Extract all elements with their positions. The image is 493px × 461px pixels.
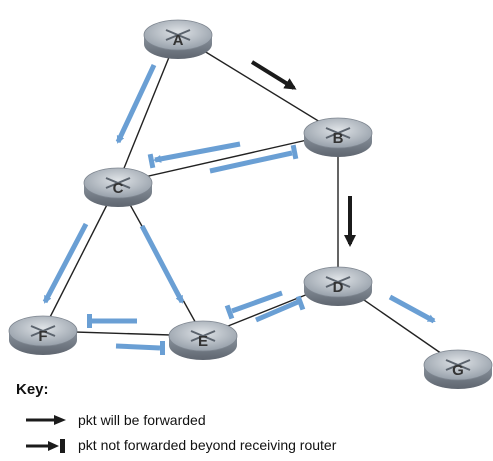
key-not-forwarded-label: pkt not forwarded beyond receiving route…	[78, 437, 337, 453]
arrow-b-to-c	[153, 141, 241, 163]
router-c: C	[83, 167, 153, 207]
router-arrows-icon	[165, 29, 191, 41]
block-bars	[87, 144, 306, 355]
key-blocked-arrow-icon	[26, 439, 65, 453]
key-forward-arrow-icon	[26, 415, 66, 425]
link-b-c	[117, 132, 339, 184]
router-a: A	[143, 19, 213, 59]
router-label: E	[198, 333, 208, 350]
arrow-a-to-c	[115, 63, 157, 144]
forward-arrows	[250, 60, 356, 247]
router-label: D	[333, 279, 344, 296]
router-f: F	[8, 315, 78, 355]
router-label: F	[38, 328, 47, 345]
router-d: D	[303, 266, 373, 306]
flood-arrows	[42, 63, 436, 351]
router-label: G	[452, 362, 464, 379]
router-arrows-icon	[325, 276, 351, 288]
router-g: G	[423, 349, 493, 389]
block-bar-c-b	[290, 144, 299, 160]
arrow-c-to-f	[42, 222, 89, 304]
arrow-e-to-d	[255, 299, 299, 323]
arrow-d-to-e	[231, 290, 283, 314]
arrow-c-to-b	[209, 150, 293, 174]
routers: A B C D E F G	[8, 19, 493, 389]
key-forwarded-label: pkt will be forwarded	[78, 412, 206, 428]
block-bar-e-f	[87, 314, 92, 328]
block-bar-e-d	[295, 295, 306, 311]
router-label: B	[333, 130, 344, 147]
router-label: C	[113, 180, 124, 197]
router-label: A	[173, 32, 184, 49]
router-arrows-icon	[190, 330, 216, 342]
arrow-a-to-b	[250, 60, 297, 90]
block-bar-b-c	[147, 153, 156, 169]
router-e: E	[168, 320, 238, 360]
arrow-d-to-g	[388, 294, 436, 324]
block-bar-d-e	[224, 304, 235, 320]
key-title: Key:	[16, 381, 49, 398]
arrow-f-to-e	[115, 343, 161, 351]
router-b: B	[303, 117, 373, 157]
router-arrows-icon	[445, 359, 471, 371]
link-a-c	[117, 34, 179, 184]
link-c-f	[42, 182, 119, 332]
router-arrows-icon	[105, 177, 131, 189]
block-bar-f-e	[160, 341, 165, 355]
router-arrows-icon	[30, 325, 56, 337]
router-arrows-icon	[325, 127, 351, 139]
arrow-c-to-e	[139, 224, 185, 304]
